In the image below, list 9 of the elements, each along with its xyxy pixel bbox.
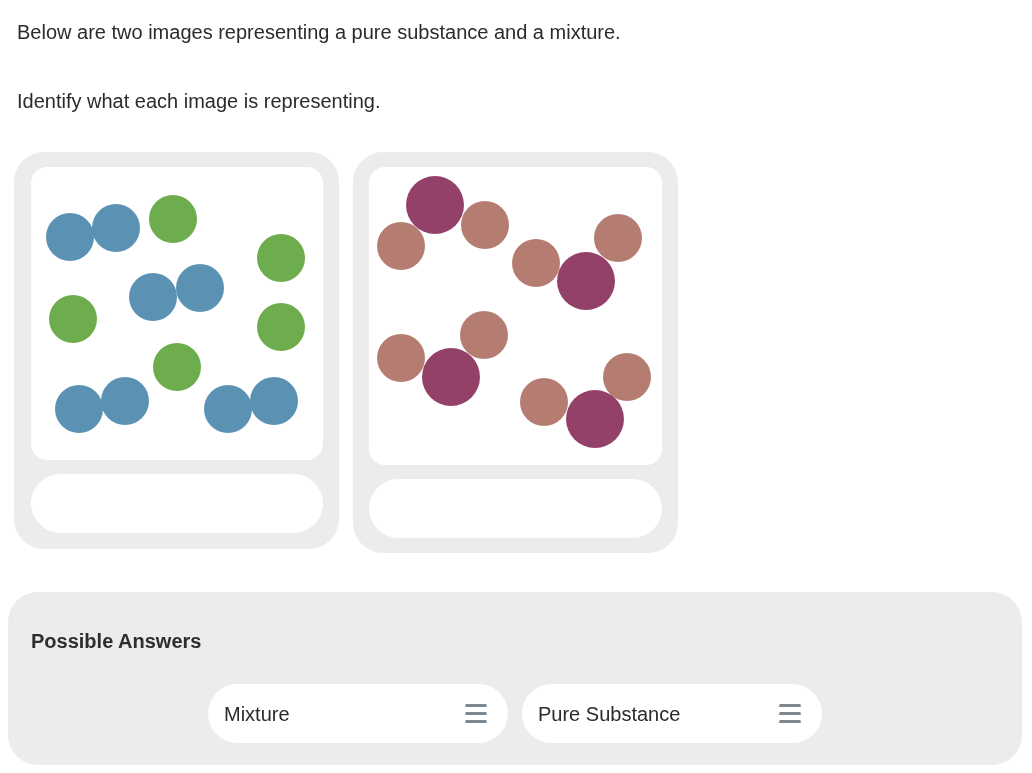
answer-chip: Mixture — [208, 684, 508, 743]
instruction-text: Below are two images representing a pure substance and a mixture. — [17, 20, 621, 45]
image-panel — [31, 167, 323, 460]
card-frame — [14, 152, 339, 549]
instruction-text: Identify what each image is representing. — [17, 89, 381, 114]
panel-heading: Possible Answers — [31, 629, 202, 654]
answers-panel — [8, 592, 1022, 765]
card-frame — [353, 152, 678, 553]
answer-chip: Pure Substance — [522, 684, 822, 743]
